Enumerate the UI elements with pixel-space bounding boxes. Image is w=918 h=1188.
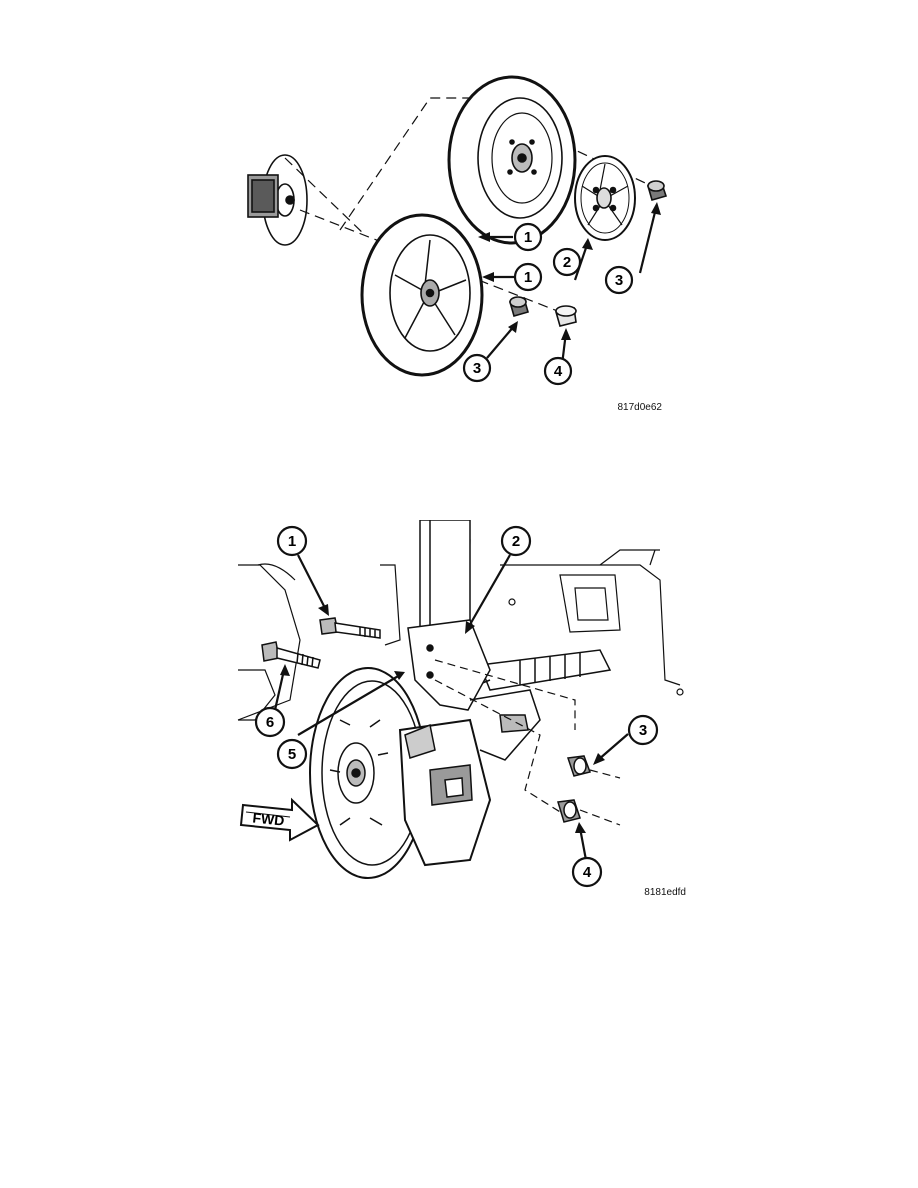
nut-upper	[566, 755, 591, 777]
callout2-1: 1	[276, 525, 308, 557]
svg-text:4: 4	[583, 864, 592, 881]
forward-direction-indicator: FWD	[239, 797, 320, 842]
callout-4: 4	[543, 356, 573, 386]
callout-3a: 3	[604, 265, 634, 295]
leader-lines-2	[273, 554, 629, 861]
center-cap	[554, 305, 577, 327]
tire-assembly-steel-wheel	[447, 75, 577, 245]
svg-text:4: 4	[554, 363, 563, 380]
svg-text:3: 3	[473, 360, 481, 377]
knuckle-strut-diagram: FWD 1 2 3 4 5 6 8181edfd	[0, 520, 918, 900]
svg-text:3: 3	[615, 272, 623, 289]
callout2-5: 5	[276, 738, 308, 770]
nut-lower	[557, 799, 581, 823]
fwd-label: FWD	[252, 809, 285, 828]
wheel-exploded-diagram: 1 2 3 3 4 817d0e62 1	[0, 40, 918, 430]
vehicle-body-structure	[237, 539, 684, 721]
figure-id-1: 817d0e62	[618, 402, 663, 413]
callout2-6: 6	[254, 706, 286, 738]
callout2-3: 3	[627, 714, 659, 746]
arrow-heads-2	[280, 604, 605, 833]
svg-text:5: 5	[288, 746, 296, 763]
strut-assembly	[419, 520, 471, 631]
bolt-path-lines	[434, 659, 621, 826]
tire-assembly-aluminum-wheel	[360, 213, 484, 377]
bolt-lower	[261, 641, 321, 669]
callout2-4: 4	[571, 856, 603, 888]
svg-text:2: 2	[512, 533, 520, 550]
callout-1b: 1	[513, 262, 543, 292]
svg-text:2: 2	[563, 254, 571, 271]
svg-text:1: 1	[524, 229, 532, 246]
figure-id-2: 8181edfd	[644, 887, 686, 898]
tie-rod-boot	[464, 649, 612, 691]
svg-text:3: 3	[639, 722, 647, 739]
steering-knuckle	[407, 619, 541, 761]
svg-text:1: 1	[524, 269, 532, 286]
knuckle-strut-svg: FWD 1 2 3 4 5 6 8181edfd	[237, 520, 686, 898]
brake-rotor-hub	[247, 154, 308, 246]
callout-1a: 1	[513, 222, 543, 252]
svg-text:6: 6	[266, 714, 274, 731]
svg-text:1: 1	[288, 533, 296, 550]
brake-rotor	[309, 667, 427, 879]
bolt-upper	[319, 617, 381, 639]
callout2-2: 2	[500, 525, 532, 557]
arrow-head-1b	[482, 272, 494, 282]
callout-2: 2	[552, 247, 582, 277]
lug-nut-lower	[509, 296, 529, 317]
brake-caliper	[398, 718, 492, 867]
callout-3b: 3	[462, 353, 492, 383]
wheel-cover	[574, 155, 636, 241]
wheel-exploded-svg: 1 2 3 3 4 817d0e62 1	[247, 75, 668, 413]
lug-nut-upper	[646, 180, 668, 201]
